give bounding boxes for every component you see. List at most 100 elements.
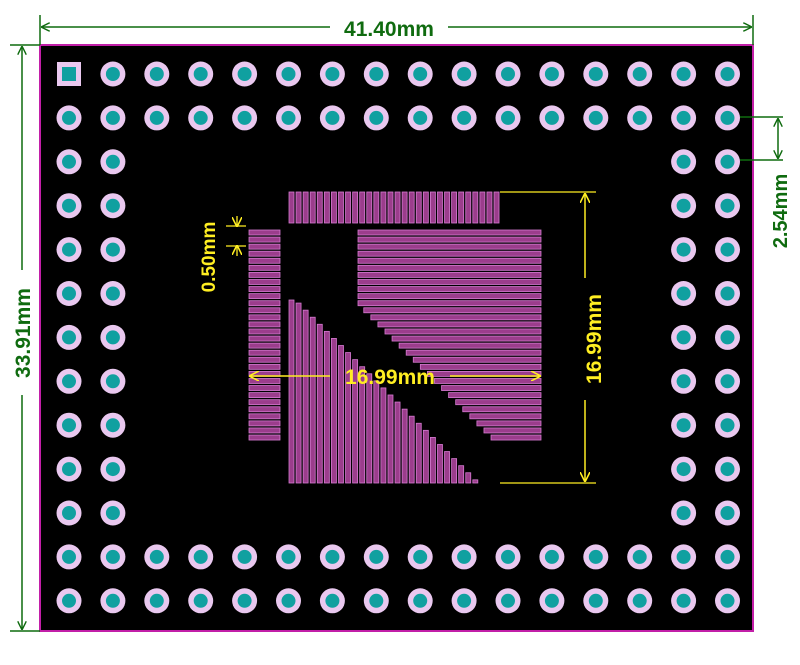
through-hole-pad (100, 500, 126, 526)
through-hole-pad (319, 105, 345, 131)
smd-pad (412, 356, 542, 363)
smd-pad (441, 385, 542, 391)
through-hole-pad (319, 61, 345, 87)
through-hole-pad (671, 368, 697, 394)
smd-pad (448, 392, 542, 399)
through-hole-pad (495, 105, 521, 131)
smd-pad (352, 359, 359, 484)
smd-pad (295, 191, 302, 224)
smd-pad (373, 191, 380, 224)
smd-pad (248, 264, 281, 271)
through-hole-pad (627, 61, 653, 87)
smd-pad (401, 408, 408, 484)
through-hole-pad (100, 412, 126, 438)
smd-pad (455, 399, 542, 406)
smd-pad (323, 191, 330, 224)
through-hole-pad (715, 412, 740, 438)
through-hole-pad (671, 105, 697, 131)
smd-pad (479, 191, 486, 224)
through-hole-pad (363, 544, 389, 570)
smd-pad (248, 349, 281, 356)
smd-pad (437, 191, 443, 224)
through-hole-pad (627, 105, 653, 131)
smd-pad (248, 328, 281, 335)
smd-pad (302, 309, 309, 484)
smd-pad (248, 243, 281, 250)
through-hole-pad (451, 105, 477, 131)
smd-pad (462, 406, 542, 413)
footprint-height-label: 16.99mm (583, 294, 606, 384)
through-hole-pad (56, 368, 82, 394)
smd-pad (419, 363, 542, 370)
through-hole-pad (715, 500, 740, 526)
smd-pad (248, 321, 281, 328)
smd-pad (248, 250, 281, 257)
smd-pad (248, 420, 281, 427)
through-hole-pad (671, 61, 697, 87)
smd-pad (302, 191, 309, 224)
smd-pad (357, 243, 542, 250)
smd-pad (370, 314, 542, 321)
through-hole-pad (188, 588, 214, 614)
smd-pad (248, 286, 281, 292)
through-hole-pad (276, 544, 301, 570)
through-hole-pad (100, 105, 126, 131)
smd-pad (248, 229, 281, 236)
smd-pad (248, 272, 281, 278)
smd-pad (295, 302, 302, 484)
smd-pad (380, 387, 387, 484)
through-hole-pad (671, 500, 697, 526)
through-hole-pad (671, 193, 697, 219)
smd-pitch-label: 0.50mm (199, 222, 220, 293)
smd-pad (422, 429, 429, 484)
through-hole-pad (627, 588, 653, 614)
smd-pad (248, 363, 281, 370)
through-hole-pad (100, 588, 126, 614)
through-hole-pad (407, 105, 433, 131)
smd-pad (359, 366, 366, 484)
through-hole-pad (188, 105, 214, 131)
smd-pad (357, 236, 542, 243)
through-hole-pad (144, 588, 170, 614)
through-hole-pad (715, 324, 740, 350)
through-hole-pad (539, 61, 565, 87)
through-hole-pad (319, 544, 345, 570)
through-hole-pad (100, 281, 126, 306)
through-hole-pad (583, 105, 609, 131)
smd-pad (248, 399, 281, 406)
smd-pad (444, 451, 450, 484)
smd-pad (429, 436, 436, 484)
through-hole-pad (144, 105, 170, 131)
smd-pad (472, 191, 479, 224)
smd-pad (338, 191, 344, 224)
smd-pad (248, 406, 281, 413)
smd-pad (248, 392, 281, 399)
through-hole-pad (319, 588, 345, 614)
smd-pad (248, 314, 281, 321)
through-hole-pad (539, 105, 565, 131)
through-hole-pad (715, 105, 740, 131)
smd-pad (345, 191, 351, 224)
smd-pad (483, 427, 542, 434)
smd-pad (357, 279, 542, 285)
smd-pad (486, 191, 493, 224)
through-hole-pad (451, 61, 477, 87)
smd-pad (465, 472, 472, 484)
smd-pad (357, 300, 542, 307)
smd-pad (316, 191, 323, 224)
smd-pad (451, 191, 458, 224)
through-hole-pad (100, 324, 126, 350)
through-hole-pad (715, 237, 740, 263)
through-hole-pad (495, 61, 521, 87)
smd-pad (380, 191, 387, 224)
through-hole-pad (56, 324, 82, 350)
smd-pad (288, 191, 295, 224)
through-hole-pad (56, 456, 82, 482)
smd-pad (366, 373, 373, 484)
smd-pad (391, 335, 542, 342)
through-hole-pad (583, 61, 609, 87)
through-hole-pad (715, 193, 740, 219)
smd-pad (357, 257, 542, 264)
through-hole-pad (188, 544, 214, 570)
